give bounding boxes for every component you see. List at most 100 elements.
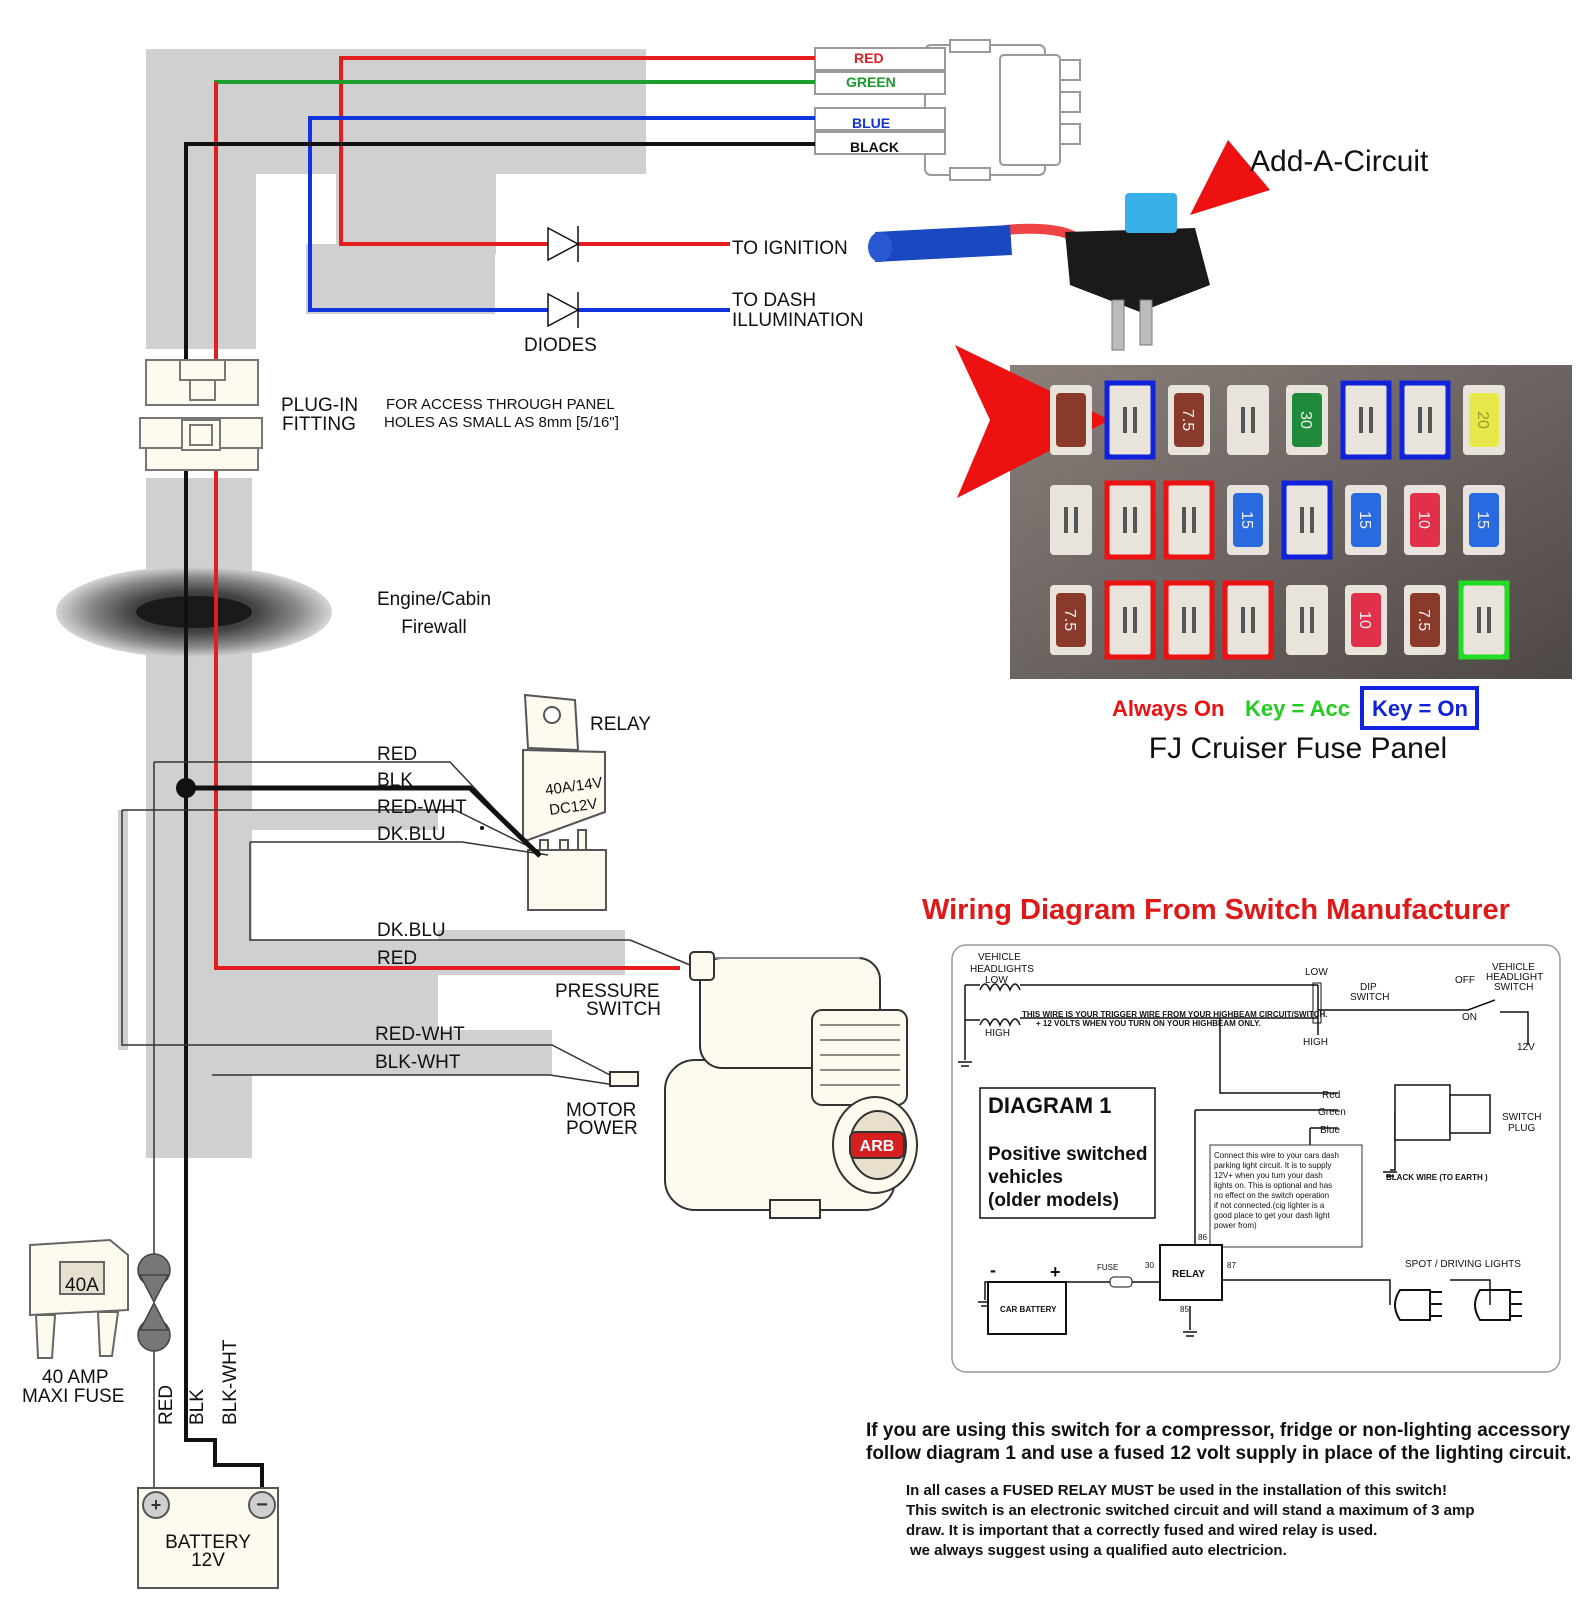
battery-plus-label: +	[1050, 1262, 1061, 1282]
fuse-socket	[1286, 585, 1328, 655]
fuse-highlight-on	[1399, 380, 1451, 460]
fuse-contact	[1300, 507, 1304, 533]
fuse-highlight-always	[1163, 480, 1215, 560]
relay-voltage-label: DC12V	[548, 795, 598, 819]
battery	[137, 1487, 279, 1589]
note-line-2: follow diagram 1 and use a fused 12 volt…	[866, 1443, 1571, 1464]
fuse-slot	[1286, 585, 1328, 655]
fuse-body	[1469, 493, 1499, 547]
note-line-4: This switch is an electronic switched ci…	[906, 1502, 1474, 1519]
manufacturer-lines	[964, 983, 1529, 1330]
trigger-note-2: + 12 VOLTS WHEN YOU TURN ON YOUR HIGHBEA…	[1036, 1019, 1261, 1028]
fuse-contact	[1133, 507, 1137, 533]
fuse-highlight-always	[1222, 580, 1274, 660]
fuse-rating-label: 30	[1297, 411, 1314, 429]
switch-label: SWITCH	[586, 999, 661, 1020]
v-blk-label: BLK	[187, 1389, 208, 1425]
relay-dkblu-label: DK.BLU	[377, 824, 446, 845]
fuse-rating-label: 7.5	[1061, 609, 1078, 631]
spot-lights-icon	[1394, 1289, 1522, 1321]
fuse-rating-label: 15	[1474, 511, 1491, 529]
fuse-body	[1056, 593, 1086, 647]
fuse-contact	[1428, 407, 1432, 433]
diode-dash	[547, 292, 580, 328]
splice-node	[176, 778, 196, 798]
fuse-slot	[1104, 380, 1156, 460]
fuse-contact	[1074, 507, 1078, 533]
fuse-contact	[1477, 607, 1481, 633]
fuse-highlight-always	[1104, 480, 1156, 560]
v-blkwht-label: BLK-WHT	[220, 1339, 241, 1425]
fuse-contact	[1133, 407, 1137, 433]
on-label: ON	[1462, 1012, 1477, 1023]
legend-always-on: Always On	[1112, 696, 1224, 721]
pressure-label: PRESSURE	[555, 981, 660, 1002]
fuse-slot	[1050, 485, 1092, 555]
fuse-slot	[1222, 580, 1274, 660]
fuse-slot	[1050, 385, 1092, 455]
note-line: parking light circuit. It is to supply	[1214, 1161, 1331, 1170]
firewall-label-2: Firewall	[401, 617, 466, 638]
battery-minus-icon: −	[256, 1494, 268, 1516]
ps-dkblu-label: DK.BLU	[377, 920, 446, 941]
fuse-slot	[1163, 580, 1215, 660]
fuse-slot: 15	[1345, 485, 1387, 555]
switch-plug-label-2: PLUG	[1508, 1123, 1535, 1134]
note-line: no effect on the switch operation	[1214, 1191, 1329, 1200]
fuse-socket	[1286, 485, 1328, 555]
battery-voltage-label: 12V	[191, 1550, 225, 1571]
fuse-slot: 15	[1227, 485, 1269, 555]
v-red-label: RED	[156, 1385, 177, 1425]
v12-label: 12V	[1517, 1042, 1535, 1053]
fuse-rating-label: 10	[1415, 511, 1432, 529]
fuse-contact	[1300, 607, 1304, 633]
addacircuit-device	[868, 193, 1210, 351]
fuse-body	[1351, 493, 1381, 547]
wire-red-ignition	[339, 56, 815, 246]
firewall-label-1: Engine/Cabin	[377, 589, 491, 610]
plugin-fitting	[139, 359, 263, 471]
legend-key-on-box	[1360, 686, 1479, 730]
fitting-label: FITTING	[282, 414, 356, 435]
diagram1-box	[979, 1087, 1156, 1219]
fuse-socket	[1050, 485, 1092, 555]
fuse-slot	[1340, 380, 1392, 460]
relay-blk-label: BLK	[377, 770, 413, 791]
off-label: OFF	[1455, 975, 1475, 986]
vehicle-switch-label-2: HEADLIGHT	[1486, 972, 1543, 983]
note-line: 12V+ when you turn your dash	[1214, 1171, 1323, 1180]
note-line-6: we always suggest using a qualified auto…	[909, 1542, 1287, 1559]
fuse-contact	[1369, 407, 1373, 433]
fuse-highlight-on	[1104, 380, 1156, 460]
note-box	[1209, 1144, 1363, 1248]
holes-label: HOLES AS SMALL AS 8mm [5/16"]	[384, 414, 619, 431]
fuse-socket	[1109, 585, 1151, 655]
fuse-rating-label: 15	[1356, 511, 1373, 529]
compressor-wires	[121, 762, 691, 1490]
fuse-slot	[1281, 480, 1333, 560]
connector-blue-label: BLUE	[852, 115, 890, 131]
motor-blkwht-label: BLK-WHT	[375, 1052, 461, 1073]
fuse-socket	[1227, 585, 1269, 655]
note-line-1: If you are using this switch for a compr…	[866, 1420, 1571, 1441]
fuse-contact	[1241, 407, 1245, 433]
wire-blue-dash	[308, 116, 815, 312]
high-right-label: HIGH	[1303, 1037, 1328, 1048]
wire-blue-label: Blue	[1320, 1125, 1340, 1136]
fuse-socket	[1109, 385, 1151, 455]
compressor	[609, 951, 918, 1219]
fuse-socket	[1404, 385, 1446, 455]
connector-black-label: BLACK	[850, 139, 899, 155]
fuse-socket	[1168, 585, 1210, 655]
fuse-slot	[1104, 580, 1156, 660]
fuse-contact	[1133, 607, 1137, 633]
fuse-slot	[1227, 385, 1269, 455]
fuse-socket	[1109, 485, 1151, 555]
connector-labels: RED GREEN BLUE BLACK	[846, 50, 899, 155]
fuse-socket	[1463, 585, 1505, 655]
inline-fuse-holder	[137, 1253, 171, 1352]
fuse-contact	[1123, 407, 1127, 433]
